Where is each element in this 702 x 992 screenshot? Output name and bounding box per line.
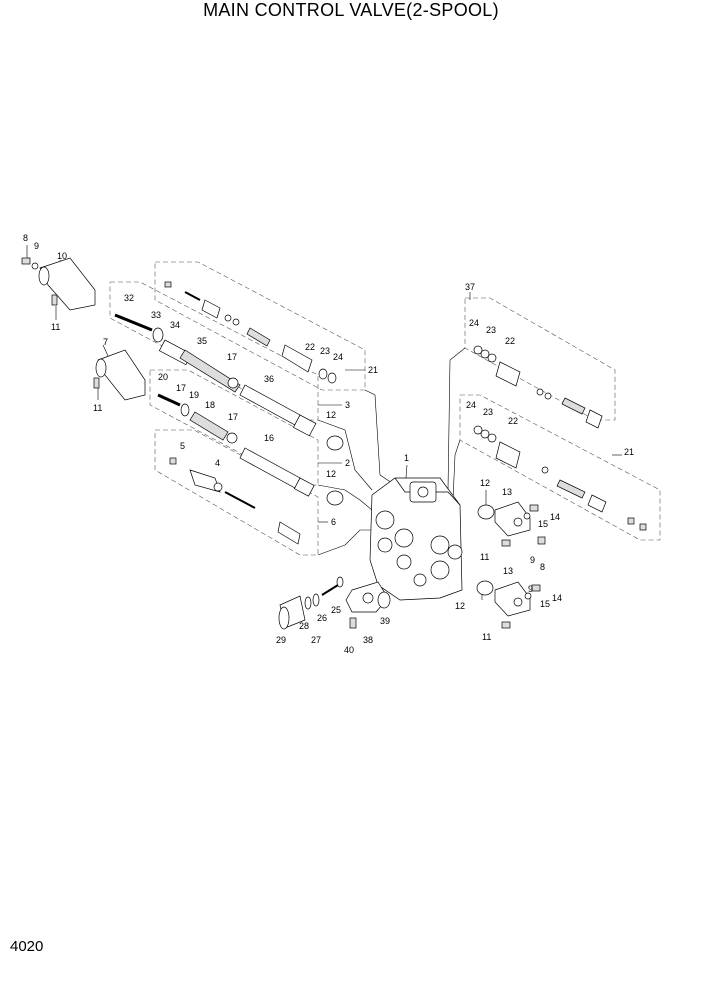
right-bottom-parts xyxy=(473,425,647,531)
cap-10 xyxy=(38,257,96,311)
bolt-40 xyxy=(349,617,357,629)
callout-20: 20 xyxy=(158,372,168,382)
callout-21: 21 xyxy=(368,365,378,375)
oring-12a xyxy=(326,435,344,451)
callout-21: 21 xyxy=(624,447,634,457)
callout-14: 14 xyxy=(550,512,560,522)
callout-12: 12 xyxy=(480,478,490,488)
callout-11: 11 xyxy=(482,632,491,642)
callout-labels: 8 9 10 11 32 33 34 35 17 22 23 24 21 36 … xyxy=(23,233,634,655)
callout-36: 36 xyxy=(264,374,274,384)
callout-12: 12 xyxy=(326,469,336,479)
callout-9: 9 xyxy=(34,241,39,251)
callout-34: 34 xyxy=(170,320,180,330)
callout-37: 37 xyxy=(465,282,475,292)
housing-7 xyxy=(95,349,146,401)
callout-9: 9 xyxy=(530,555,535,565)
right-top-parts xyxy=(473,345,603,429)
oring-12b xyxy=(326,490,344,506)
callout-13: 13 xyxy=(503,566,513,576)
callout-12: 12 xyxy=(455,601,465,611)
callout-23: 23 xyxy=(483,407,493,417)
group-box-2 xyxy=(149,369,319,486)
cover-38 xyxy=(345,581,389,613)
callout-3: 3 xyxy=(345,400,350,410)
callout-24: 24 xyxy=(466,400,476,410)
group-box-37 xyxy=(464,297,616,421)
callout-11: 11 xyxy=(51,322,60,332)
bolt-11-top xyxy=(51,294,58,306)
callout-18: 18 xyxy=(205,400,215,410)
bottom-plug-25-29 xyxy=(278,576,344,630)
callout-22: 22 xyxy=(505,336,515,346)
callout-22: 22 xyxy=(305,342,315,352)
page-number: 4020 xyxy=(10,938,44,955)
fittings-14-15-upper xyxy=(523,504,546,545)
callout-33: 33 xyxy=(151,310,161,320)
spool-6-assembly xyxy=(169,457,301,545)
callout-14: 14 xyxy=(552,593,562,603)
callout-40: 40 xyxy=(344,645,354,655)
cover-13-lower xyxy=(494,581,531,617)
callout-35: 35 xyxy=(197,336,207,346)
callout-5: 5 xyxy=(180,441,185,451)
callout-9: 9 xyxy=(528,584,533,594)
callout-23: 23 xyxy=(486,325,496,335)
bolt-11-mid xyxy=(93,377,100,389)
leader-lines xyxy=(26,245,622,600)
spool-2-assembly xyxy=(157,393,315,497)
callout-17: 17 xyxy=(176,383,186,393)
group-box-21 xyxy=(154,261,366,391)
callout-12: 12 xyxy=(326,410,336,420)
callout-7: 7 xyxy=(103,337,108,347)
callout-13: 13 xyxy=(502,487,512,497)
fitting-8-9 xyxy=(21,257,39,270)
callout-19: 19 xyxy=(189,390,199,400)
callout-11: 11 xyxy=(480,552,489,562)
callout-15: 15 xyxy=(538,519,548,529)
fittings-14-15-lower xyxy=(524,584,541,600)
callout-10: 10 xyxy=(57,251,67,261)
callout-29: 29 xyxy=(276,635,286,645)
callout-17: 17 xyxy=(228,412,238,422)
callout-24: 24 xyxy=(469,318,479,328)
callout-32: 32 xyxy=(124,293,134,303)
callout-27: 27 xyxy=(311,635,321,645)
callout-15: 15 xyxy=(540,599,550,609)
callout-24: 24 xyxy=(333,352,343,362)
group-box-6 xyxy=(154,429,319,556)
callout-16: 16 xyxy=(264,433,274,443)
bolt-11-right-lower xyxy=(501,621,511,629)
valve-body xyxy=(369,477,463,601)
callout-4: 4 xyxy=(215,458,220,468)
callout-22: 22 xyxy=(508,416,518,426)
callout-38: 38 xyxy=(363,635,373,645)
callout-8: 8 xyxy=(23,233,28,243)
callout-26: 26 xyxy=(317,613,327,623)
page-title: MAIN CONTROL VALVE(2-SPOOL) xyxy=(203,0,499,20)
callout-11: 11 xyxy=(93,403,102,413)
cover-13-upper xyxy=(494,501,531,537)
callout-23: 23 xyxy=(320,346,330,356)
callout-28: 28 xyxy=(299,621,309,631)
callout-1: 1 xyxy=(404,453,409,463)
oring-12d xyxy=(476,580,494,596)
spool-32-assembly xyxy=(114,313,317,437)
oring-12c xyxy=(477,504,495,520)
bolt-11-right-upper xyxy=(501,539,511,547)
callout-2: 2 xyxy=(345,458,350,468)
callout-8: 8 xyxy=(540,562,545,572)
callout-25: 25 xyxy=(331,605,341,615)
top-box-parts xyxy=(164,281,337,384)
callout-6: 6 xyxy=(331,517,336,527)
callout-39: 39 xyxy=(380,616,390,626)
callout-17: 17 xyxy=(227,352,237,362)
oring-39 xyxy=(377,591,391,609)
